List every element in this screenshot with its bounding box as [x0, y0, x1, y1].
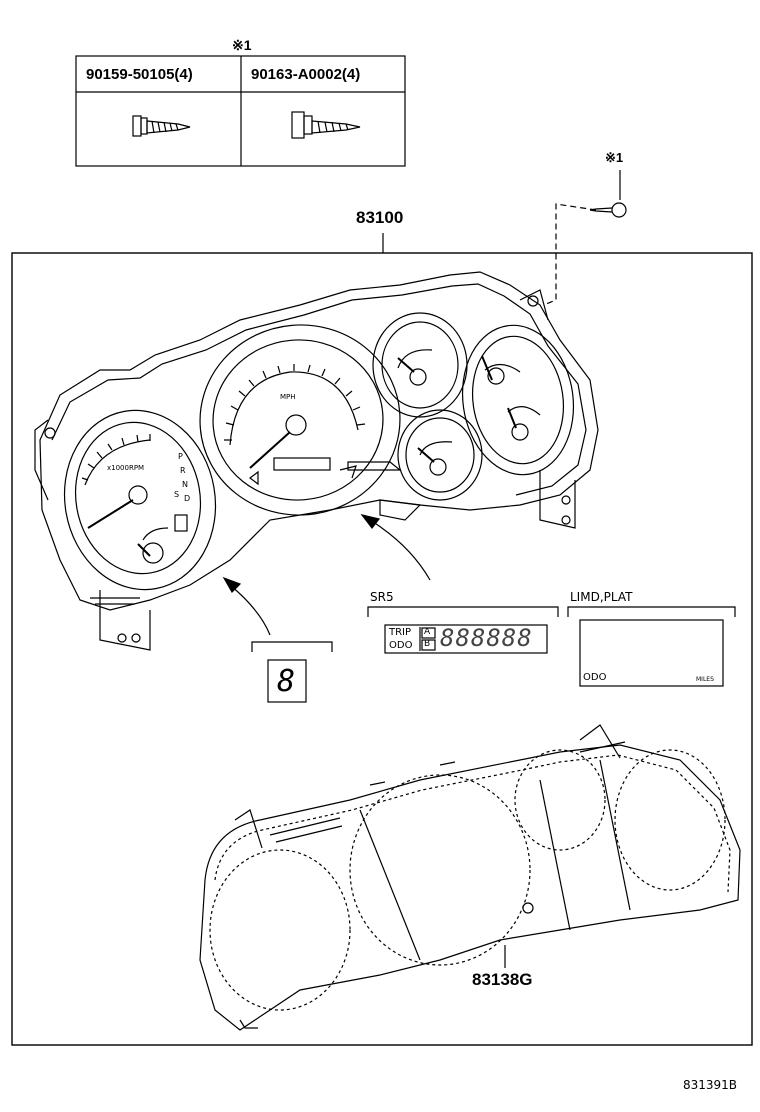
speedo-unit-label: MPH — [280, 393, 296, 401]
part-number: 90159-50105 — [86, 66, 175, 83]
oil-voltage-gauge — [461, 324, 575, 476]
part-qty: (4) — [341, 66, 361, 83]
gear-digit: 8 — [277, 664, 296, 699]
prnd-label-s: S — [174, 490, 180, 499]
fuel-gauge — [372, 312, 468, 418]
glass-cover — [199, 724, 741, 1031]
sr5-trip-label: TRIP — [389, 627, 412, 638]
sr5-b-label: B — [424, 639, 431, 649]
screw-icon — [132, 115, 191, 137]
prnd-label-p: P — [178, 452, 183, 461]
arrow-to-tach — [222, 576, 271, 636]
prnd-label-d: D — [184, 494, 191, 503]
assembly-frame — [11, 252, 753, 1046]
meter-housing — [34, 271, 599, 651]
fastener-note-mark: ※1 — [232, 37, 252, 53]
limd-plat-unit-label: MILES — [696, 676, 714, 683]
screw-leader-dashed — [545, 203, 597, 305]
callout-83100[interactable]: 83100 — [356, 208, 404, 227]
figure-id: 831391B — [683, 1078, 738, 1092]
limd-plat-odo-label: ODO — [583, 672, 607, 683]
sr5-label: SR5 — [370, 590, 394, 604]
part-qty: (4) — [174, 66, 193, 83]
temp-gauge — [397, 409, 483, 501]
tachometer — [63, 409, 217, 591]
mounting-screw-icon — [589, 170, 627, 218]
part-number: 90163-A0002 — [251, 66, 342, 83]
fastener-table-frame — [75, 55, 406, 167]
fastener-part-number-2[interactable]: 90163-A0002(4) — [251, 66, 360, 83]
prnd-label-n: N — [182, 480, 188, 489]
screw-note-mark: ※1 — [605, 150, 624, 165]
sr5-a-label: A — [424, 627, 431, 637]
arrow-to-speedo — [360, 514, 431, 581]
sr5-display — [367, 606, 559, 654]
sr5-odometer-digits: 888888 — [440, 624, 533, 652]
gear-indicator-box — [251, 641, 333, 703]
sr5-odo-label: ODO — [389, 640, 413, 651]
tach-unit-label: x1000RPM — [107, 464, 145, 472]
limd-plat-display — [567, 606, 736, 687]
flange-bolt-icon — [291, 111, 361, 139]
callout-83138g[interactable]: 83138G — [472, 970, 533, 989]
prnd-label-r: R — [180, 466, 186, 475]
limd-plat-label: LIMD,PLAT — [570, 590, 633, 604]
fastener-part-number-1[interactable]: 90159-50105(4) — [86, 66, 193, 83]
